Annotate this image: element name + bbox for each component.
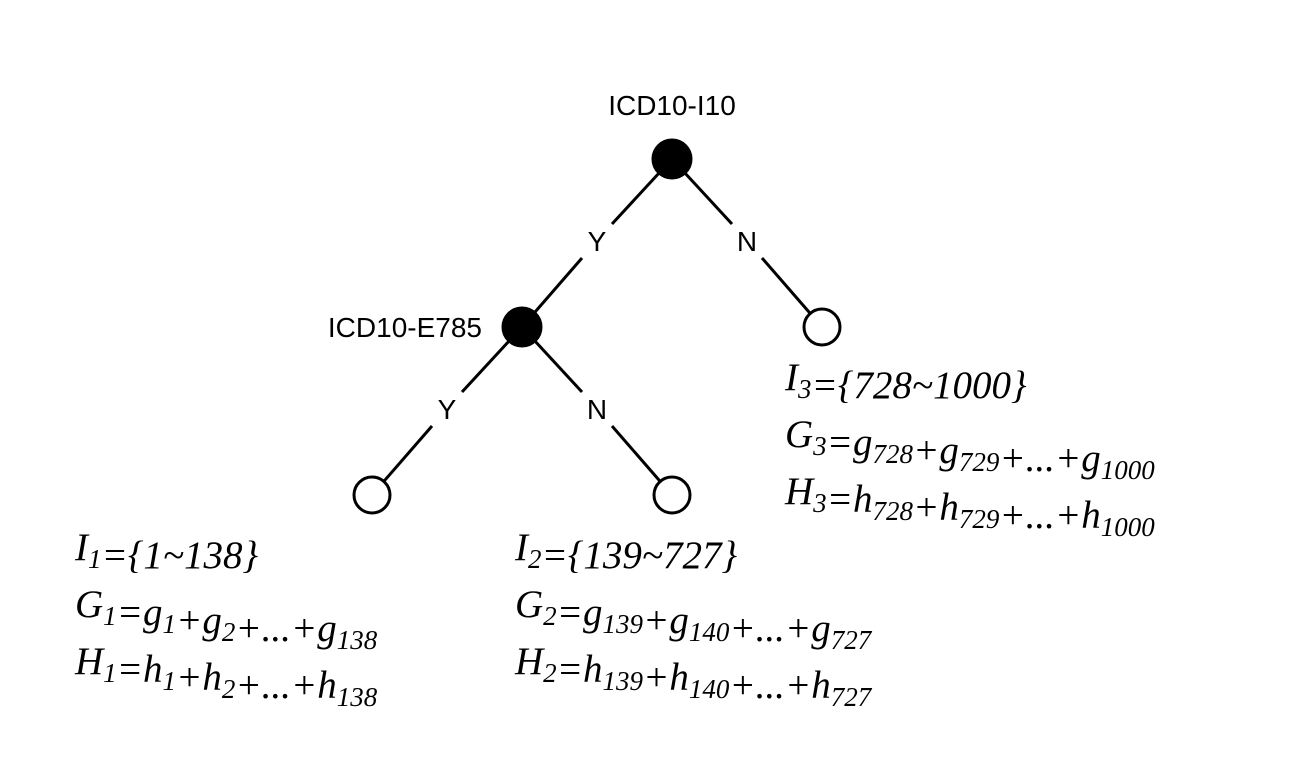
edge-label-left-no: N	[587, 394, 607, 425]
formula-term: ={1~138}	[102, 534, 259, 577]
leaf-3-gradient-sum: G3=g728+g729+...+g1000	[785, 413, 1155, 485]
formula-term: G	[785, 413, 813, 456]
formula-subscript: 1	[103, 658, 117, 688]
formula-term: +...+g	[999, 437, 1100, 480]
formula-subscript: 3	[812, 431, 827, 461]
formula-term: H	[784, 470, 815, 513]
leaf-2-index-set: I2={139~727}	[514, 526, 738, 577]
formula-term: +...+h	[235, 664, 336, 707]
formula-subscript: 729	[959, 447, 1000, 477]
formula-subscript: 2	[543, 658, 557, 688]
formula-term: +h	[913, 486, 959, 529]
formula-term: =h	[117, 648, 163, 691]
formula-subscript: 140	[689, 674, 730, 704]
formula-term: H	[74, 640, 105, 683]
leaf-3-hessian-sum: H3=h728+h729+...+h1000	[784, 470, 1155, 542]
formula-subscript: 138	[337, 625, 378, 655]
formula-term: =g	[117, 591, 163, 634]
formula-term: ={139~727}	[542, 534, 738, 577]
formula-subscript: 1	[163, 609, 177, 639]
formula-term: I	[74, 526, 90, 569]
formula-term: G	[515, 583, 543, 626]
formula-subscript: 1	[88, 544, 102, 574]
root-node	[651, 138, 693, 180]
leaf-1-index-set: I1={1~138}	[74, 526, 259, 577]
leaf-node-3	[802, 307, 842, 347]
formula-term: G	[75, 583, 103, 626]
formula-term: +...+h	[999, 494, 1100, 537]
formula-subscript: 727	[831, 625, 873, 655]
leaf-1-gradient-sum: G1=g1+g2+...+g138	[75, 583, 378, 655]
edge-label-root-no: N	[737, 226, 757, 257]
formula-term: I	[784, 356, 800, 399]
formula-term: I	[514, 526, 530, 569]
formula-term: ={728~1000}	[812, 364, 1028, 407]
formula-subscript: 2	[543, 601, 557, 631]
formula-term: =g	[557, 591, 603, 634]
formula-subscript: 3	[797, 374, 812, 404]
formula-subscript: 139	[603, 609, 644, 639]
edge-label-root-yes: Y	[588, 226, 607, 257]
formula-subscript: 729	[959, 504, 1000, 534]
formula-subscript: 727	[831, 682, 873, 712]
formula-term: +g	[913, 429, 959, 472]
formula-term: +...+h	[729, 664, 830, 707]
formula-subscript: 728	[873, 496, 914, 526]
formula-term: +h	[643, 656, 689, 699]
formula-subscript: 2	[528, 544, 542, 574]
formula-term: +h	[176, 656, 222, 699]
formula-term: +...+g	[729, 607, 830, 650]
formula-term: =h	[557, 648, 603, 691]
formula-term: +g	[643, 599, 689, 642]
left-split-node	[501, 306, 543, 348]
formula-term: =h	[827, 478, 873, 521]
formula-subscript: 2	[222, 617, 236, 647]
leaf-3-index-set: I3={728~1000}	[784, 356, 1027, 407]
formula-subscript: 3	[812, 488, 827, 518]
leaf-formulas: I1={1~138}G1=g1+g2+...+g138H1=h1+h2+...+…	[74, 356, 1155, 712]
leaf-2-hessian-sum: H2=h139+h140+...+h727	[514, 640, 873, 712]
left-node-label: ICD10-E785	[328, 312, 482, 343]
formula-subscript: 140	[689, 617, 730, 647]
leaf-node-2	[652, 475, 692, 515]
formula-subscript: 1000	[1101, 512, 1156, 542]
formula-subscript: 139	[603, 666, 644, 696]
formula-term: +g	[176, 599, 222, 642]
formula-term: H	[514, 640, 545, 683]
formula-subscript: 1000	[1101, 455, 1156, 485]
edge-label-left-yes: Y	[438, 394, 457, 425]
formula-term: =g	[827, 421, 873, 464]
formula-term: +...+g	[235, 607, 336, 650]
root-node-label: ICD10-I10	[608, 90, 736, 121]
formula-subscript: 2	[222, 674, 236, 704]
formula-subscript: 138	[337, 682, 378, 712]
formula-subscript: 728	[873, 439, 914, 469]
leaf-2-gradient-sum: G2=g139+g140+...+g727	[515, 583, 873, 655]
leaf-1-hessian-sum: H1=h1+h2+...+h138	[74, 640, 378, 712]
formula-subscript: 1	[163, 666, 177, 696]
leaf-node-1	[352, 475, 392, 515]
formula-subscript: 1	[103, 601, 117, 631]
